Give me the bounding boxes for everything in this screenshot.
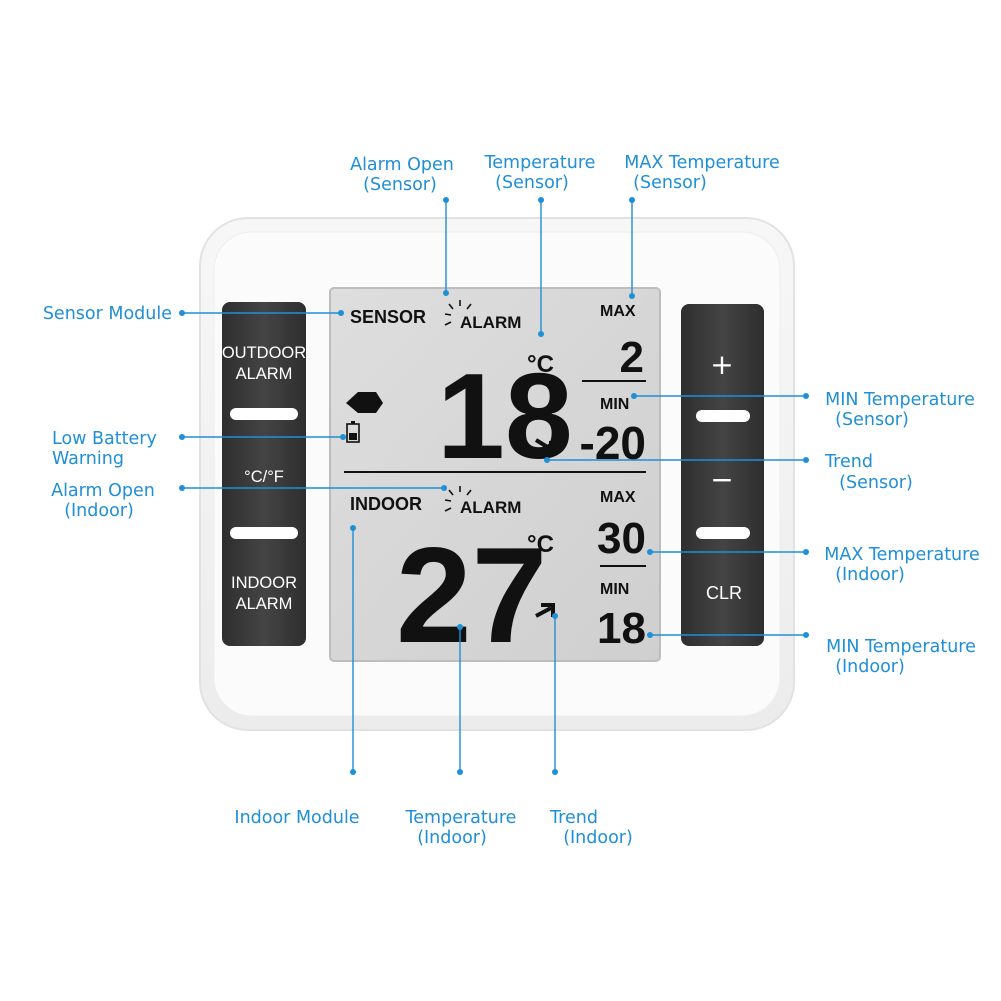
callout-min-temperature-indoor: MIN Temperature [826, 637, 976, 657]
callout-leaders [179, 197, 809, 775]
alarm-indoor-icon [444, 486, 472, 512]
lcd-display: SENSOR ALARM MAX 2 MIN -20 18 °C INDOOR [329, 287, 661, 671]
callout-temperature-sensor: Temperature [484, 153, 596, 173]
button-divider [696, 527, 750, 539]
indoor-temperature-value: 27 [396, 519, 547, 671]
alarm-indoor-label: ALARM [460, 498, 521, 517]
callout-trend-sensor-sub: (Sensor) [839, 473, 913, 493]
indoor-alarm-label: ALARM [236, 595, 293, 613]
indoor-alarm-label: INDOOR [231, 574, 297, 592]
alarm-sensor-label: ALARM [460, 313, 521, 332]
outdoor-alarm-label: OUTDOOR [222, 344, 306, 362]
sensor-temperature-value: 18 [437, 348, 573, 484]
indoor-alarm-button[interactable]: INDOOR ALARM [222, 539, 306, 646]
indoor-min-value: 18 [597, 604, 646, 653]
callout-max-temperature-sensor-sub: (Sensor) [633, 173, 707, 193]
callout-alarm-open-sensor-sub: (Sensor) [363, 175, 437, 195]
clear-button[interactable]: CLR [681, 539, 764, 646]
plus-icon: + [710, 348, 733, 381]
callout-min-temperature-sensor: MIN Temperature [825, 390, 975, 410]
callout-temperature-indoor: Temperature [405, 808, 517, 828]
button-divider [230, 527, 298, 539]
right-button-panel: + − CLR [681, 304, 764, 646]
button-divider [696, 410, 750, 422]
minus-button[interactable]: − [681, 422, 764, 527]
callout-max-temperature-indoor-sub: (Indoor) [835, 565, 905, 585]
callout-trend-indoor-sub: (Indoor) [563, 828, 633, 848]
callout-min-temperature-sensor-sub: (Sensor) [835, 410, 909, 430]
callout-sensor-module: Sensor Module [43, 304, 172, 324]
indoor-unit-label: °C [527, 531, 554, 558]
sensor-max-label: MAX [600, 303, 636, 320]
left-button-panel: OUTDOOR ALARM °C/°F INDOOR ALARM [222, 302, 306, 646]
sensor-min-label: MIN [600, 396, 629, 413]
sensor-min-value: -20 [580, 417, 646, 469]
indoor-trend-arrow-icon [535, 603, 555, 618]
callout-alarm-open-indoor-sub: (Indoor) [64, 501, 134, 521]
indoor-max-value: 30 [597, 514, 646, 563]
indoor-module-label: INDOOR [350, 494, 422, 514]
callout-alarm-open-indoor: Alarm Open [51, 481, 155, 501]
clear-label: CLR [706, 583, 742, 603]
plus-button[interactable]: + [681, 304, 764, 410]
callout-max-temperature-sensor: MAX Temperature [624, 153, 779, 173]
callout-temperature-indoor-sub: (Indoor) [417, 828, 487, 848]
sensor-unit-label: °C [527, 351, 554, 378]
indoor-min-label: MIN [600, 581, 629, 598]
callout-alarm-open-sensor: Alarm Open [350, 155, 454, 175]
callout-trend-sensor: Trend [824, 452, 873, 472]
outdoor-alarm-button[interactable]: OUTDOOR ALARM [222, 302, 306, 408]
low-battery-icon [346, 421, 360, 443]
callout-max-temperature-indoor: MAX Temperature [824, 545, 979, 565]
callout-labels: Alarm Open (Sensor) Temperature (Sensor)… [43, 153, 980, 848]
callout-min-temperature-indoor-sub: (Indoor) [835, 657, 905, 677]
callout-indoor-module: Indoor Module [234, 808, 359, 828]
signal-icon [346, 392, 383, 413]
outdoor-alarm-label: ALARM [236, 365, 293, 383]
indoor-max-label: MAX [600, 489, 636, 506]
unit-toggle-label: °C/°F [244, 468, 284, 486]
sensor-module-label: SENSOR [350, 307, 426, 327]
callout-temperature-sensor-sub: (Sensor) [495, 173, 569, 193]
callout-trend-indoor: Trend [549, 808, 598, 828]
sensor-max-value: 2 [620, 333, 644, 382]
callout-low-battery: Low Battery [52, 429, 157, 449]
minus-icon: − [710, 463, 733, 496]
alarm-sensor-icon [444, 300, 472, 326]
button-divider [230, 408, 298, 420]
sensor-trend-arrow-icon [534, 438, 553, 454]
unit-toggle-button[interactable]: °C/°F [222, 420, 306, 527]
callout-low-battery-sub: Warning [52, 449, 124, 469]
